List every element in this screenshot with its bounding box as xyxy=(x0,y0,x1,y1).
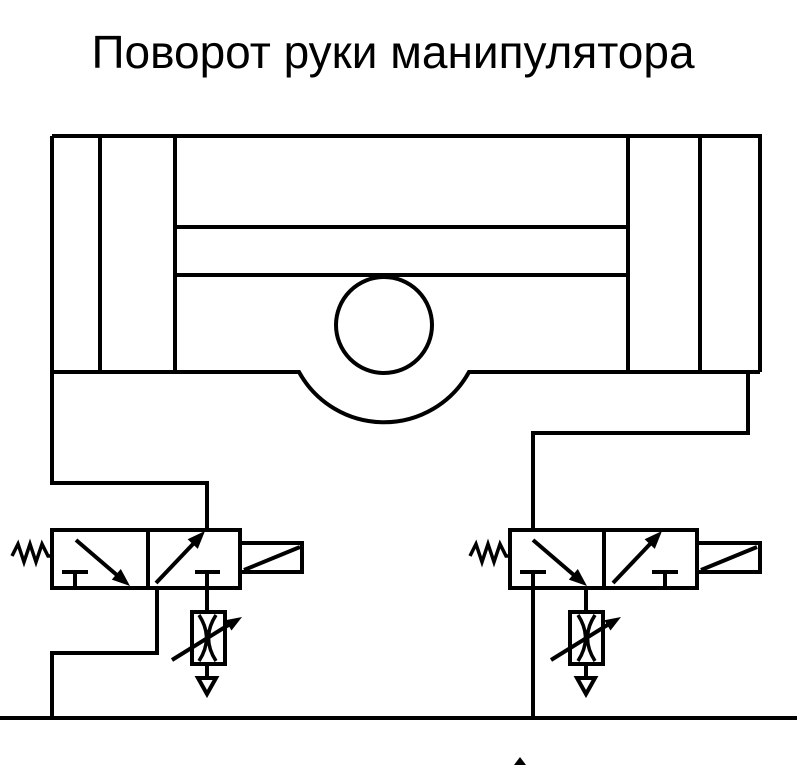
right-solenoid-diagonal xyxy=(700,545,758,572)
left-throttle-adjust-arrow xyxy=(170,622,232,662)
left-valve-flow-arrow-1 xyxy=(74,538,120,578)
right-valve-solenoid xyxy=(695,541,762,574)
rack-rod xyxy=(173,225,630,277)
left-exhaust-icon xyxy=(194,676,220,699)
right-throttle-adjust-arrow xyxy=(549,622,611,662)
cylinder-body-outline xyxy=(52,134,762,372)
right-valve-arrowhead-2 xyxy=(644,531,662,549)
left-valve-flow-arrow-2 xyxy=(154,541,196,585)
left-valve-spring xyxy=(10,538,52,568)
left-valve-solenoid xyxy=(238,541,304,574)
pinion-gear xyxy=(334,275,434,375)
rotary-cylinder xyxy=(52,134,762,425)
right-valve-arrowhead-1 xyxy=(568,569,587,586)
left-directional-valve xyxy=(10,528,304,590)
left-valve-blocked-port-1 xyxy=(62,570,88,588)
right-valve-blocked-port-1 xyxy=(520,570,546,588)
cylinder-body-bottom xyxy=(52,370,760,425)
left-valve-arrowhead-1 xyxy=(111,569,130,586)
left-exhaust-throttle xyxy=(170,588,242,699)
right-exhaust-icon xyxy=(573,676,599,699)
left-pipe-cylinder-to-valve xyxy=(50,136,209,530)
right-exhaust-throttle xyxy=(549,588,621,699)
left-supply-line xyxy=(50,588,159,718)
right-valve-flow-arrow-2 xyxy=(611,541,653,585)
right-valve-spring xyxy=(468,538,510,568)
right-valve-blocked-port-2 xyxy=(652,570,678,588)
right-pipe-cylinder-to-valve xyxy=(531,372,750,530)
right-throttle-arrowhead xyxy=(604,617,621,631)
left-valve-blocked-port-2 xyxy=(195,570,220,588)
right-directional-valve xyxy=(468,528,762,590)
left-valve-arrowhead-2 xyxy=(187,531,205,549)
diagram-title: Поворот руки манипулятора xyxy=(91,26,694,78)
right-valve-flow-arrow-1 xyxy=(531,538,577,578)
left-solenoid-diagonal xyxy=(243,545,301,572)
cropped-arrow-tip-icon xyxy=(514,757,526,765)
left-throttle-arrowhead xyxy=(225,617,242,631)
